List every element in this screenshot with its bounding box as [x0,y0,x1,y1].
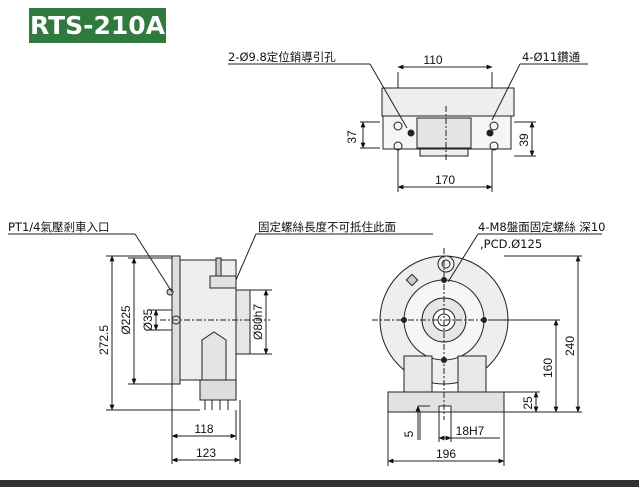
front-view [372,233,602,466]
front-lift-eye [437,255,455,273]
dim-side-118: 118 [194,422,213,436]
side-screw-stub [215,257,222,277]
front-fitting [405,273,419,287]
top-center-hub [416,117,472,149]
dim-front-5: 5 [402,430,416,437]
dim-side-123: 123 [196,446,216,460]
bottom-bar [0,480,639,487]
side-foot [199,379,237,401]
side-center-mark [171,315,181,325]
top-view [228,63,588,192]
dim-side-80h7: Ø80h7 [251,304,265,340]
label-air-brake-port: PT1/4氣壓剎車入口 [8,220,109,234]
top-table-plate [381,87,515,117]
side-air-port [166,288,174,296]
label-screw-note: 固定螺絲長度不可抵住此面 [258,220,396,234]
dim-front-196: 196 [436,447,456,461]
top-through-hole [489,141,499,151]
dim-top-110: 110 [423,53,442,67]
top-pin-hole [486,129,494,137]
side-view [8,233,433,464]
dim-side-272-5: 272.5 [97,325,111,355]
dim-front-160: 160 [541,358,555,378]
side-top-cap [209,275,237,289]
dim-top-170: 170 [435,173,455,187]
dim-top-37: 37 [345,130,359,144]
label-pcd: ,PCD.Ø125 [480,237,542,251]
dim-side-225: Ø225 [119,305,133,335]
label-pin-holes: 2-Ø9.8定位銷導引孔 [228,50,336,64]
label-through-holes: 4-Ø11鑽通 [522,50,581,64]
top-through-hole [489,121,499,131]
dim-front-18h7: 18H7 [456,424,485,438]
top-through-hole [393,121,403,131]
side-legs [201,331,227,380]
label-mounting-bolts: 4-M8盤面固定螺絲 深10 [478,220,606,234]
front-base-left [403,355,433,393]
dim-front-25: 25 [521,396,535,410]
dim-top-39: 39 [517,133,531,147]
model-title: RTS-210A [29,8,166,43]
dim-front-240: 240 [563,336,577,356]
front-key-slot [438,405,452,413]
front-base-right [457,355,487,393]
dim-side-35: Ø35 [141,308,155,331]
top-pin-hole [407,129,415,137]
top-bottom-tab [419,148,469,157]
side-shaft-boss [235,289,251,355]
